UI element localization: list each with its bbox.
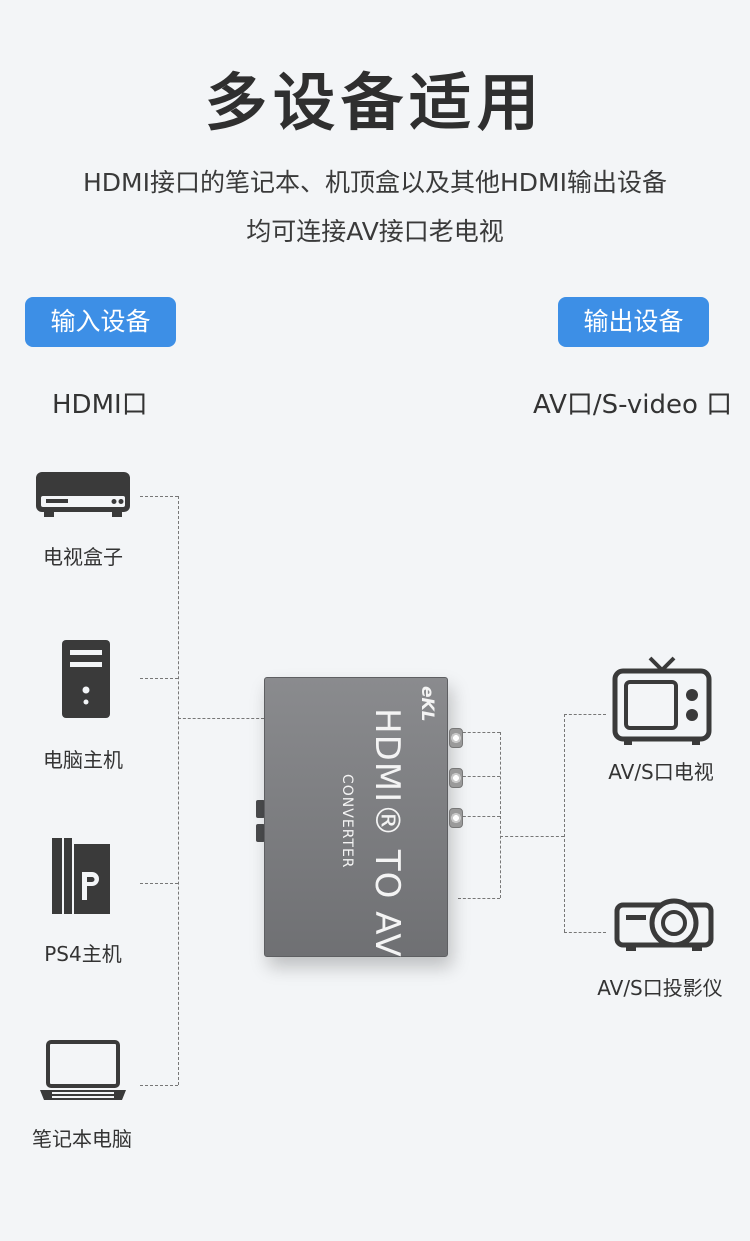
connector-output-bus — [500, 732, 501, 898]
input-port-label: HDMI口 — [52, 390, 148, 420]
connector-ps4 — [140, 883, 178, 884]
laptop-icon — [40, 1040, 126, 1100]
subtitle-line-2: 均可连接AV接口老电视 — [246, 217, 504, 246]
output-label-projector: AV/S口投影仪 — [597, 976, 723, 1000]
connector-tv — [564, 714, 606, 715]
connector-tv-box — [140, 496, 178, 497]
brand-logo: eKL — [417, 686, 437, 722]
connector-to-outputs — [500, 836, 564, 837]
input-label-tv-box: 电视盒子 — [43, 545, 123, 569]
output-port-label: AV口/S-video 口 — [533, 390, 733, 420]
hdmi-to-av-converter: HDMI® TO AV CONVERTER eKL — [264, 677, 463, 958]
subtitle-line-1: HDMI接口的笔记本、机顶盒以及其他HDMI输出设备 — [83, 168, 667, 197]
connector-input-bus — [178, 496, 179, 1085]
connector-jack-3 — [458, 816, 500, 817]
device-model-name: HDMI® TO AV — [367, 708, 407, 958]
power-port — [256, 824, 265, 842]
av-jack-1 — [449, 728, 463, 748]
av-jack-2 — [449, 768, 463, 788]
av-jack-3 — [449, 808, 463, 828]
projector-icon — [614, 898, 714, 951]
connector-jack-1 — [458, 732, 500, 733]
output-devices-badge: 输出设备 — [558, 297, 709, 347]
hdmi-port — [256, 800, 265, 818]
page-title: 多设备适用 — [204, 66, 545, 139]
output-label-tv: AV/S口电视 — [608, 760, 714, 784]
ps4-console-icon — [52, 838, 110, 914]
desktop-tower-icon — [62, 640, 110, 718]
connector-jack-2 — [458, 776, 500, 777]
device-subname: CONVERTER — [339, 774, 355, 869]
input-label-ps4: PS4主机 — [44, 942, 122, 966]
connector-output-split — [564, 714, 565, 932]
connector-desktop — [140, 678, 178, 679]
connector-jack-4 — [458, 898, 500, 899]
input-label-desktop: 电脑主机 — [43, 748, 123, 772]
tv-box-icon — [36, 472, 130, 517]
input-label-laptop: 笔记本电脑 — [32, 1127, 132, 1151]
connector-laptop — [140, 1085, 178, 1086]
connector-projector — [564, 932, 606, 933]
connector-to-device — [178, 718, 264, 719]
input-devices-badge: 输入设备 — [25, 297, 176, 347]
retro-tv-icon — [612, 656, 712, 745]
